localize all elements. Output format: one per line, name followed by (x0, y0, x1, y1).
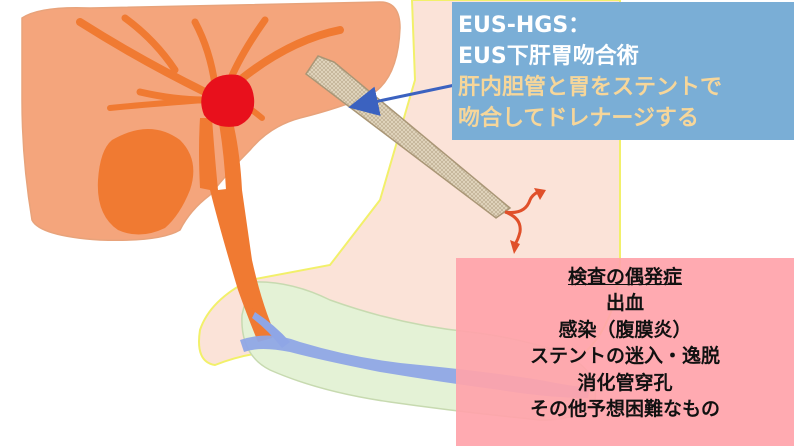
drain-arrow-down (510, 240, 520, 254)
complications-box: 検査の偶発症 出血 感染（腹膜炎） ステントの迷入・逸脱 消化管穿孔 その他予想… (456, 258, 794, 446)
complication-item: その他予想困難なもの (529, 398, 720, 420)
procedure-full-name: EUS下肝胃吻合術 (458, 44, 639, 69)
procedure-info-box: EUS-HGS： EUS下肝胃吻合術 肝内胆管と胃をステントで 吻合してドレナー… (452, 2, 794, 140)
procedure-name: EUS-HGS： (458, 13, 591, 38)
pancreatic-duct-branch (252, 312, 290, 348)
drain-arrow-up (534, 188, 546, 200)
complication-item: 感染（腹膜炎） (558, 318, 692, 341)
tumor (201, 74, 255, 127)
procedure-description-line2: 吻合してドレナージする (458, 106, 699, 131)
complication-item: 消化管穿孔 (577, 371, 673, 394)
complication-item: ステントの迷入・逸脱 (529, 345, 720, 367)
drainage-arrows (504, 190, 539, 245)
hepatic-duct (218, 118, 276, 340)
procedure-description-line1: 肝内胆管と胃をステントで (458, 75, 723, 100)
pointer-arrow (348, 83, 456, 116)
gallbladder (97, 129, 194, 235)
complication-item: 出血 (605, 292, 644, 314)
complications-title: 検査の偶発症 (567, 266, 682, 288)
